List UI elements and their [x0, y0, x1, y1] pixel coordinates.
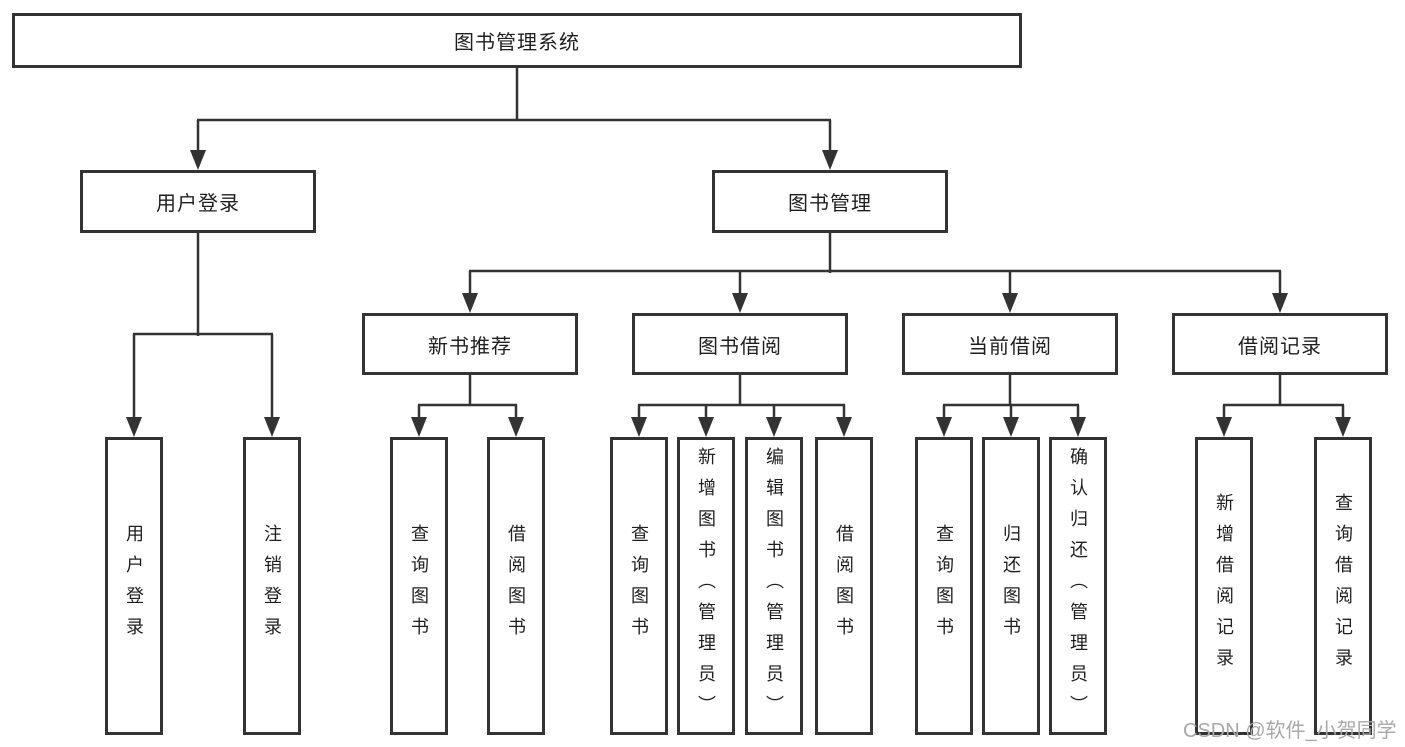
- leaf-recommend-borrow-books: 借阅图书: [487, 437, 545, 735]
- leaf-logout: 注销登录: [243, 437, 301, 735]
- node-label: 图书管理系统: [454, 32, 580, 54]
- node-new-book-recommend: 新书推荐: [362, 313, 578, 375]
- node-label: 查询图书: [934, 524, 954, 648]
- leaf-current-query-books: 查询图书: [915, 437, 973, 735]
- node-label: 借阅图书: [834, 524, 854, 648]
- node-label: 借阅图书: [506, 524, 526, 648]
- node-label: 归还图书: [1001, 524, 1021, 648]
- node-label: 注销登录: [262, 524, 282, 648]
- leaf-records-query-record: 查询借阅记录: [1314, 437, 1372, 735]
- leaf-borrow-edit-books-admin: 编辑图书（管理员）: [745, 437, 803, 735]
- node-label: 新增借阅记录: [1214, 493, 1234, 679]
- leaf-current-return-books: 归还图书: [982, 437, 1040, 735]
- node-book-management: 图书管理: [712, 170, 948, 233]
- node-label: 新增图书（管理员）: [696, 446, 716, 726]
- node-label: 图书管理: [788, 193, 872, 215]
- watermark: CSDN @软件_小贺同学: [1183, 720, 1397, 742]
- node-label: 当前借阅: [968, 335, 1052, 358]
- node-label: 借阅记录: [1238, 335, 1322, 358]
- node-current-borrow: 当前借阅: [902, 313, 1118, 375]
- leaf-current-confirm-return-admin: 确认归还（管理员）: [1049, 437, 1107, 735]
- leaf-borrow-query-books: 查询图书: [610, 437, 668, 735]
- leaf-user-login: 用户登录: [105, 437, 163, 735]
- node-library-management-system: 图书管理系统: [12, 13, 1022, 68]
- node-borrow-records: 借阅记录: [1172, 313, 1388, 375]
- node-label: 用户登录: [124, 524, 144, 648]
- leaf-borrow-borrow-books: 借阅图书: [815, 437, 873, 735]
- leaf-borrow-add-books-admin: 新增图书（管理员）: [677, 437, 735, 735]
- node-label: 编辑图书（管理员）: [764, 446, 784, 726]
- leaf-recommend-query-books: 查询图书: [390, 437, 448, 735]
- node-user-login: 用户登录: [80, 170, 316, 233]
- node-label: 图书借阅: [698, 335, 782, 358]
- node-label: 确认归还（管理员）: [1068, 446, 1088, 726]
- node-label: 查询图书: [409, 524, 429, 648]
- node-label: 用户登录: [156, 193, 240, 215]
- leaf-records-add-record: 新增借阅记录: [1195, 437, 1253, 735]
- node-label: 查询图书: [629, 524, 649, 648]
- node-label: 新书推荐: [428, 335, 512, 358]
- node-label: 查询借阅记录: [1333, 493, 1353, 679]
- node-book-borrow: 图书借阅: [632, 313, 848, 375]
